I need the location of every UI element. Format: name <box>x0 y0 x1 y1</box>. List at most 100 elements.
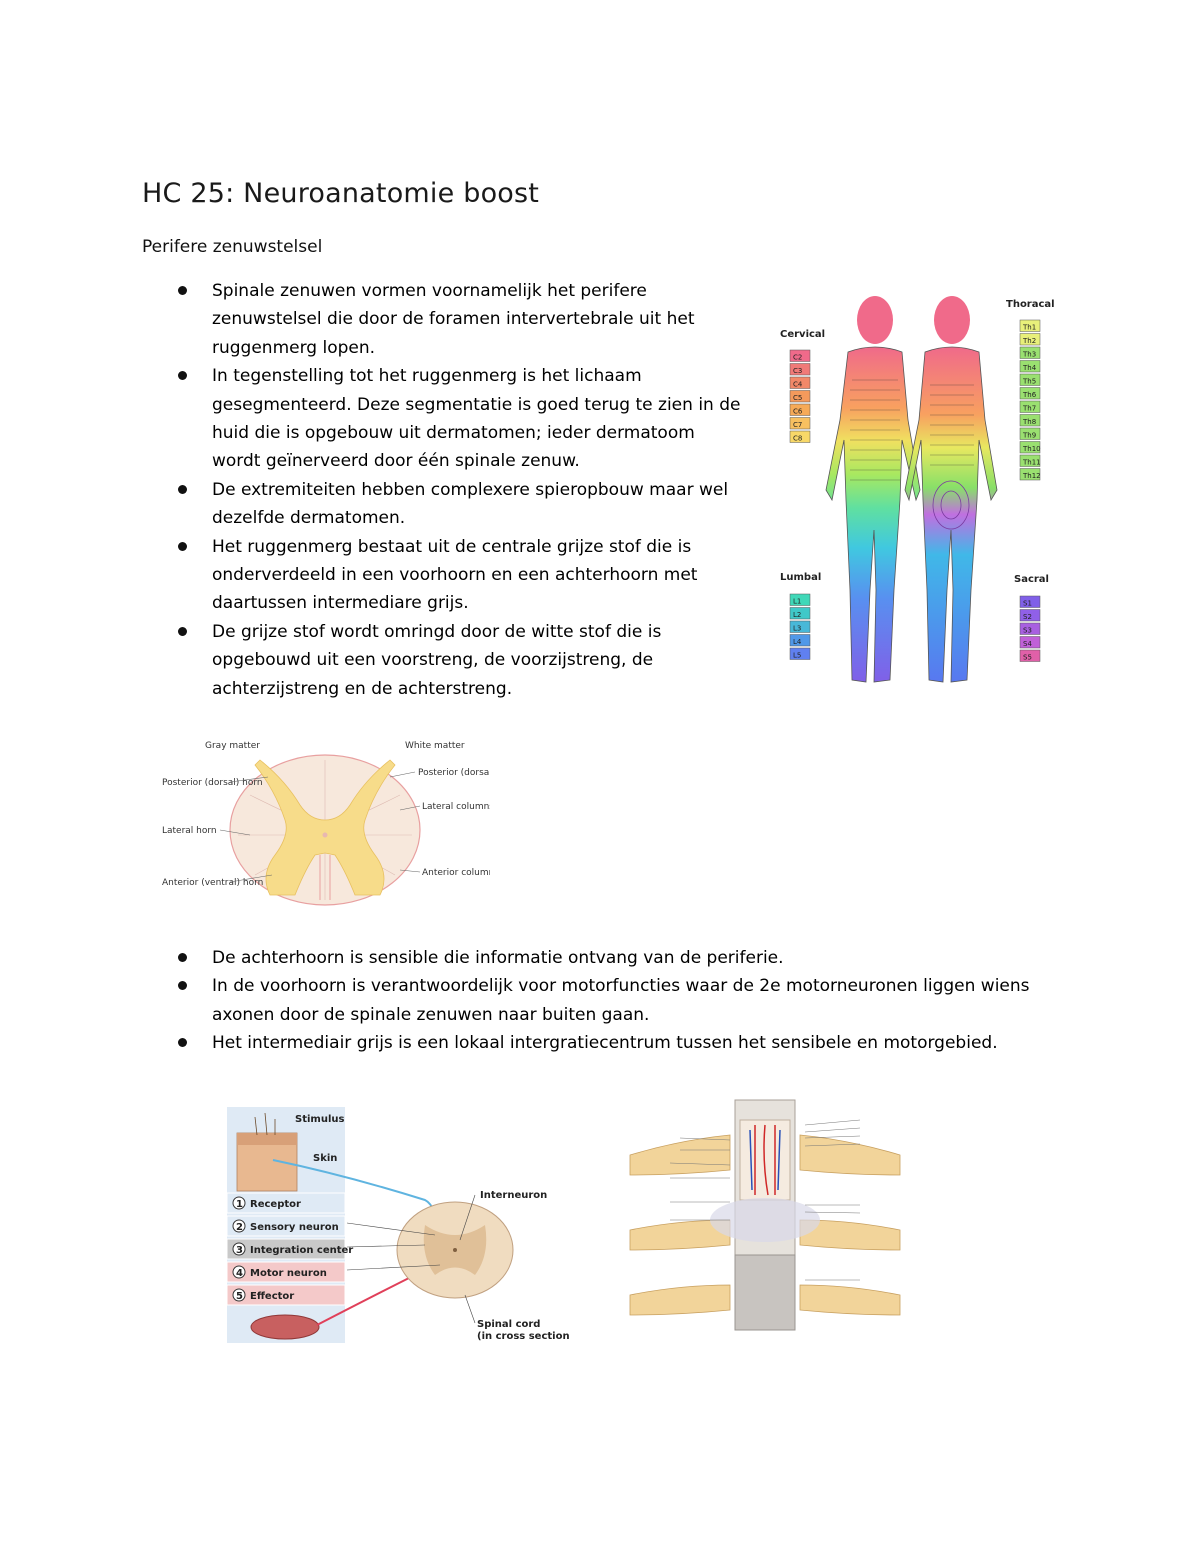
segment-box <box>789 417 811 430</box>
segment-label: Th2 <box>1022 337 1036 345</box>
list-item: De extremiteiten hebben complexere spier… <box>142 476 742 533</box>
segment-box <box>1019 319 1041 332</box>
segment-label: Th10 <box>1022 445 1041 453</box>
segment-label: Th4 <box>1022 364 1037 372</box>
segment-box <box>1019 333 1041 346</box>
segment-box <box>1019 346 1041 359</box>
reflex-step-row <box>226 1261 346 1283</box>
segment-label: Th12 <box>1022 472 1041 480</box>
muscle-effector <box>250 1314 320 1340</box>
label-thoracal: Thoracal <box>1006 299 1055 310</box>
list-item: Spinale zenuwen vormen voornamelijk het … <box>142 277 742 362</box>
step-number-circle <box>232 1196 246 1210</box>
segment-box <box>789 607 811 620</box>
list-item: De grijze stof wordt omringd door de wit… <box>142 618 742 703</box>
segment-label: L1 <box>793 598 801 606</box>
segment-label: S1 <box>1023 600 1032 608</box>
segment-box <box>1019 400 1041 413</box>
segment-box <box>789 376 811 389</box>
segment-box <box>789 403 811 416</box>
section-heading: Perifere zenuwstelsel <box>142 237 323 257</box>
reflex-step-row <box>226 1238 346 1260</box>
segment-label: Th7 <box>1022 405 1036 413</box>
step-label: Receptor <box>250 1199 301 1210</box>
label-interneuron: Interneuron <box>480 1190 547 1201</box>
segment-box <box>1019 414 1041 427</box>
segment-box <box>1019 427 1041 440</box>
label-spinal-cord: Spinal cord <box>477 1319 540 1330</box>
step-number-circle <box>232 1219 246 1233</box>
list-item: Het intermediair grijs is een lokaal int… <box>142 1029 1082 1057</box>
segment-box <box>789 634 811 647</box>
label-anterior-columns: Anterior columns <box>422 868 490 878</box>
list-item: De achterhoorn is sensible die informati… <box>142 944 1082 972</box>
step-number-circle <box>232 1288 246 1302</box>
reflex-step-row <box>226 1215 346 1237</box>
reflex-step-row <box>226 1192 346 1214</box>
label-lumbal: Lumbal <box>780 572 821 583</box>
segment-box <box>1019 360 1041 373</box>
segment-label: L4 <box>793 638 802 646</box>
segment-box <box>1019 595 1041 608</box>
segment-label: C7 <box>793 421 802 429</box>
segment-label: S3 <box>1023 627 1032 635</box>
segment-box <box>1019 622 1041 635</box>
segment-box <box>789 593 811 606</box>
label-gray-matter: Gray matter <box>205 741 260 751</box>
segment-box <box>1019 468 1041 481</box>
segment-label: L5 <box>793 652 801 660</box>
segment-label: S5 <box>1023 654 1032 662</box>
segment-box <box>789 430 811 443</box>
label-lateral-horn: Lateral horn <box>162 826 217 836</box>
segment-label: Th6 <box>1022 391 1037 399</box>
step-number: 1 <box>236 1199 243 1210</box>
label-skin: Skin <box>313 1153 337 1164</box>
segment-box <box>1019 649 1041 662</box>
segment-box <box>1019 373 1041 386</box>
segment-label: L2 <box>793 611 801 619</box>
label-spinal-cord-sub: (in cross section) <box>477 1331 570 1342</box>
list-item: In tegenstelling tot het ruggenmerg is h… <box>142 362 742 476</box>
list-item: Het ruggenmerg bestaat uit de centrale g… <box>142 533 742 618</box>
dermatome-illustration: Cervical Thoracal Lumbal Sacral C2C3C4C5… <box>780 296 1055 683</box>
spinal-cord-cross-section-figure: Gray matter White matter Posterior (dors… <box>160 735 490 910</box>
page-title: HC 25: Neuroanatomie boost <box>142 178 540 209</box>
step-number: 3 <box>236 1245 243 1256</box>
segment-label: L3 <box>793 625 801 633</box>
segment-box <box>1019 441 1041 454</box>
segment-box <box>1019 454 1041 467</box>
segment-label: Th9 <box>1022 432 1036 440</box>
segment-label: C2 <box>793 354 802 362</box>
label-white-matter: White matter <box>405 741 465 751</box>
label-anterior-horn: Anterior (ventral) horn <box>162 878 263 888</box>
segment-label: C4 <box>793 381 803 389</box>
segment-box <box>1019 609 1041 622</box>
step-number: 4 <box>236 1268 243 1279</box>
segment-box <box>1019 387 1041 400</box>
label-stimulus: Stimulus <box>295 1114 344 1125</box>
step-label: Sensory neuron <box>250 1222 339 1233</box>
step-label: Effector <box>250 1291 294 1302</box>
label-lateral-columns: Lateral columns <box>422 802 490 812</box>
segment-box <box>789 390 811 403</box>
segment-box <box>789 647 811 660</box>
reflex-step-row <box>226 1284 346 1306</box>
step-number-circle <box>232 1265 246 1279</box>
bullet-list-bottom: De achterhoorn is sensible die informati… <box>142 944 1082 1058</box>
segment-box <box>1019 636 1041 649</box>
segment-label: S4 <box>1023 640 1032 648</box>
segment-label: C6 <box>793 408 803 416</box>
step-number: 5 <box>236 1291 243 1302</box>
segment-label: Th11 <box>1022 459 1041 467</box>
segment-label: Th3 <box>1022 351 1036 359</box>
spinal-nerves-meninges-figure <box>590 1080 940 1350</box>
bullet-list-top: Spinale zenuwen vormen voornamelijk het … <box>142 277 742 703</box>
segment-box <box>789 620 811 633</box>
back-body <box>904 296 998 683</box>
